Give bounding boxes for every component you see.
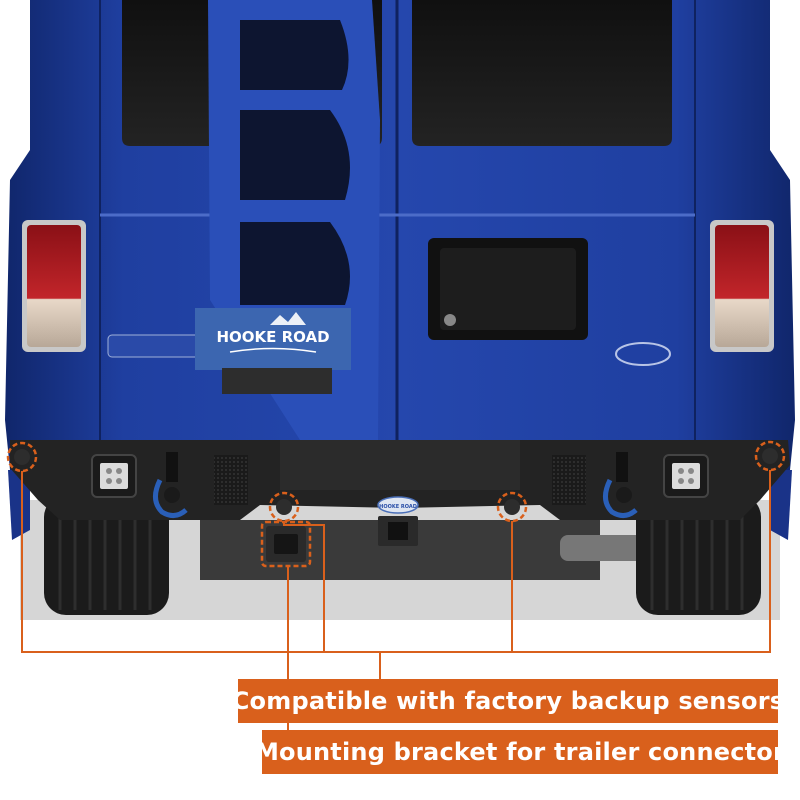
right-tire xyxy=(636,495,761,615)
right-rear-window xyxy=(412,0,672,146)
oval-emblem xyxy=(615,342,671,366)
sensor-mount-right xyxy=(762,448,778,464)
left-taillight xyxy=(22,220,86,352)
sensor-highlight-left xyxy=(6,441,38,473)
right-taillight xyxy=(710,220,774,352)
callout-backup-sensors: Compatible with factory backup sensors xyxy=(232,679,784,723)
rear-bumper xyxy=(10,440,790,520)
sensor-highlight-right xyxy=(754,440,786,472)
ladder-plate xyxy=(222,368,332,394)
left-led-light xyxy=(91,454,137,498)
model-badge xyxy=(107,334,201,358)
trailer-connector-bracket xyxy=(266,526,306,562)
right-grille xyxy=(552,455,586,505)
left-tire xyxy=(44,495,169,615)
trailer-hitch: HOOKE ROAD xyxy=(377,496,419,546)
right-fender xyxy=(770,470,792,540)
sensor-mount-left xyxy=(14,449,30,465)
bracket-highlight xyxy=(260,520,312,568)
sensor-mount-center-right xyxy=(504,499,520,515)
sensor-highlight-center-left xyxy=(268,491,300,523)
right-d-ring xyxy=(603,452,638,518)
sensor-highlight-center-right xyxy=(496,491,528,523)
callout-trailer-bracket: Mounting bracket for trailer connector xyxy=(255,730,785,774)
sensor-mount-center-left xyxy=(276,499,292,515)
left-fender xyxy=(8,470,30,540)
left-grille xyxy=(214,455,248,505)
right-led-light xyxy=(663,454,709,498)
hitch-badge-text: HOOKE ROAD xyxy=(379,504,417,510)
banner-brand-text: HOOKE ROAD xyxy=(216,328,329,346)
brand-banner: HOOKE ROAD xyxy=(195,308,351,370)
left-d-ring xyxy=(153,452,188,518)
license-plate-recess xyxy=(428,238,588,340)
